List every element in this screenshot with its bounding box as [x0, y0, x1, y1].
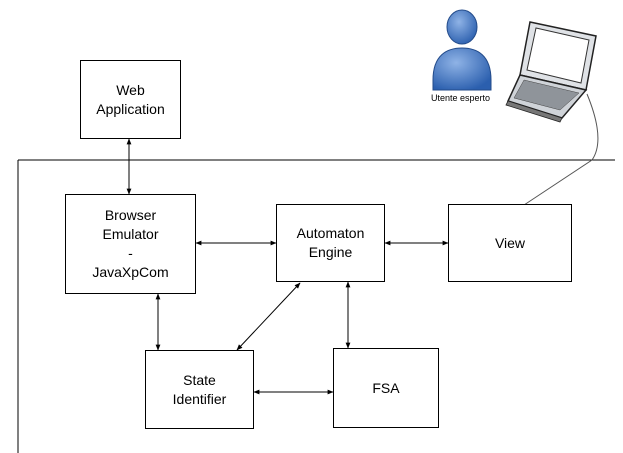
browser-emulator-box: Browser Emulator - JavaXpCom: [65, 194, 196, 294]
arrow-automaton-state: [236, 282, 301, 351]
box-label: Browser: [104, 207, 157, 223]
automaton-engine-box: Automaton Engine: [276, 204, 385, 282]
box-label: State: [183, 371, 216, 388]
box-label: Web: [116, 81, 145, 98]
web-application-box: Web Application: [80, 60, 181, 139]
box-label: -: [128, 245, 133, 261]
box-label: Identifier: [172, 390, 227, 407]
box-label: View: [494, 234, 526, 251]
person-icon: [432, 9, 492, 91]
box-label: JavaXpCom: [92, 264, 169, 280]
state-identifier-box: State Identifier: [145, 350, 254, 429]
system-boundary: [17, 159, 615, 453]
user-caption: Utente esperto: [431, 93, 491, 103]
box-label: Automaton: [296, 225, 365, 241]
fsa-box: FSA: [333, 348, 439, 428]
view-box: View: [448, 204, 572, 282]
laptop-icon: [505, 21, 597, 123]
box-label: Engine: [308, 244, 353, 260]
box-label: Application: [96, 100, 165, 117]
box-label: Emulator: [102, 226, 159, 242]
box-label: FSA: [372, 379, 400, 396]
laptop-view-connector: [520, 93, 599, 208]
